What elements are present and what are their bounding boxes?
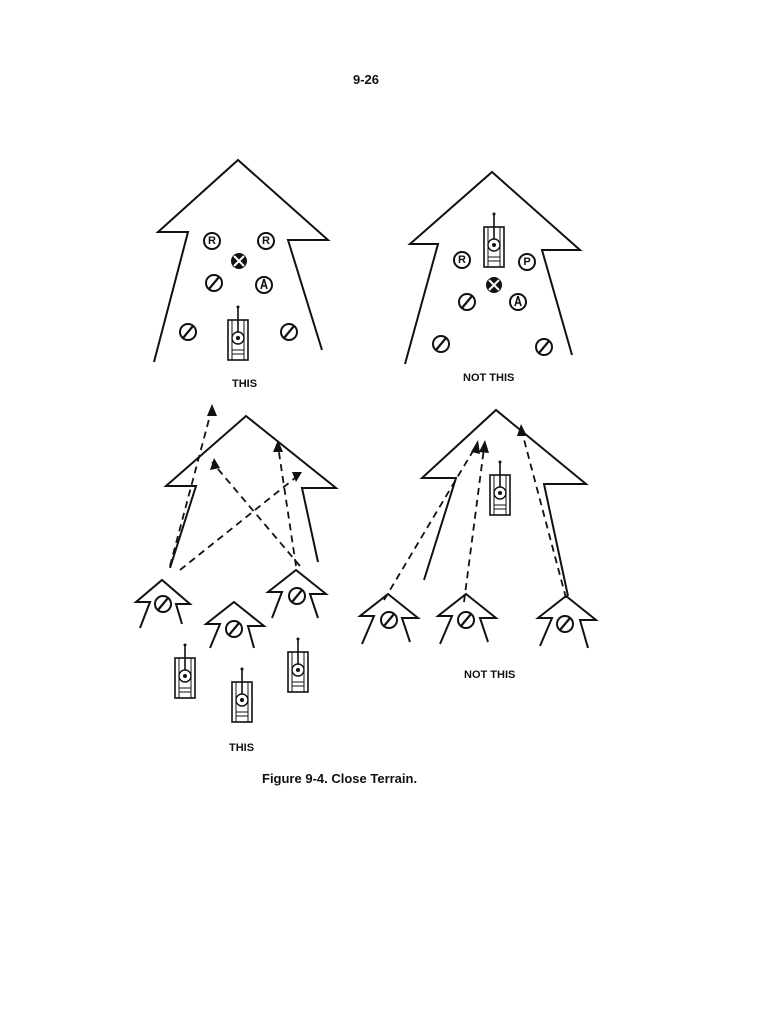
svg-text:R: R [262, 235, 270, 247]
advance-arrow [153, 158, 331, 363]
symbol-a [255, 276, 273, 294]
small-arrow [435, 592, 499, 645]
panel-label-not-this: NOT THIS [464, 669, 516, 681]
panel-bottom-left [133, 404, 339, 723]
small-arrow [265, 568, 329, 619]
fire-line [169, 407, 213, 567]
symbol-x [231, 253, 247, 269]
symbol-r: R [453, 251, 471, 269]
symbol-slash [280, 323, 298, 341]
panel-top-right: R P [404, 170, 583, 365]
small-arrow [133, 578, 193, 629]
tank-icon [489, 459, 511, 516]
advance-arrow [404, 170, 583, 365]
symbol-slash [535, 338, 553, 356]
panel-label-this: THIS [232, 378, 258, 390]
tank-icon [174, 642, 196, 699]
page-number: 9-26 [353, 72, 380, 87]
symbol-a [509, 293, 527, 311]
tank-icon [231, 666, 253, 723]
symbol-r: R [257, 232, 275, 250]
panel-label-not-this: NOT THIS [463, 372, 515, 384]
fire-line [463, 447, 485, 603]
small-arrow [535, 594, 599, 649]
fire-line [521, 431, 567, 599]
tank-icon [227, 304, 249, 361]
panel-label-this: THIS [229, 742, 255, 754]
figure-caption: Figure 9-4. Close Terrain. [262, 771, 418, 786]
svg-text:R: R [208, 235, 216, 247]
symbol-slash [179, 323, 197, 341]
symbol-slash [432, 335, 450, 353]
symbol-p: P [518, 253, 536, 271]
svg-text:R: R [458, 254, 466, 266]
tank-icon [287, 636, 309, 693]
symbol-slash [205, 274, 223, 292]
fire-line [179, 473, 301, 571]
symbol-r: R [203, 232, 221, 250]
fire-line [277, 445, 297, 567]
panel-bottom-right [357, 408, 599, 649]
panel-top-left: R R [153, 158, 331, 363]
advance-arrow [163, 414, 339, 569]
small-arrow [203, 600, 267, 649]
symbol-slash [458, 293, 476, 311]
tank-icon [483, 211, 505, 268]
small-arrow [357, 592, 421, 645]
fire-line [211, 461, 301, 567]
fire-line [383, 445, 477, 601]
svg-text:P: P [523, 256, 530, 268]
advance-arrow [419, 408, 589, 597]
symbol-x [486, 277, 502, 293]
